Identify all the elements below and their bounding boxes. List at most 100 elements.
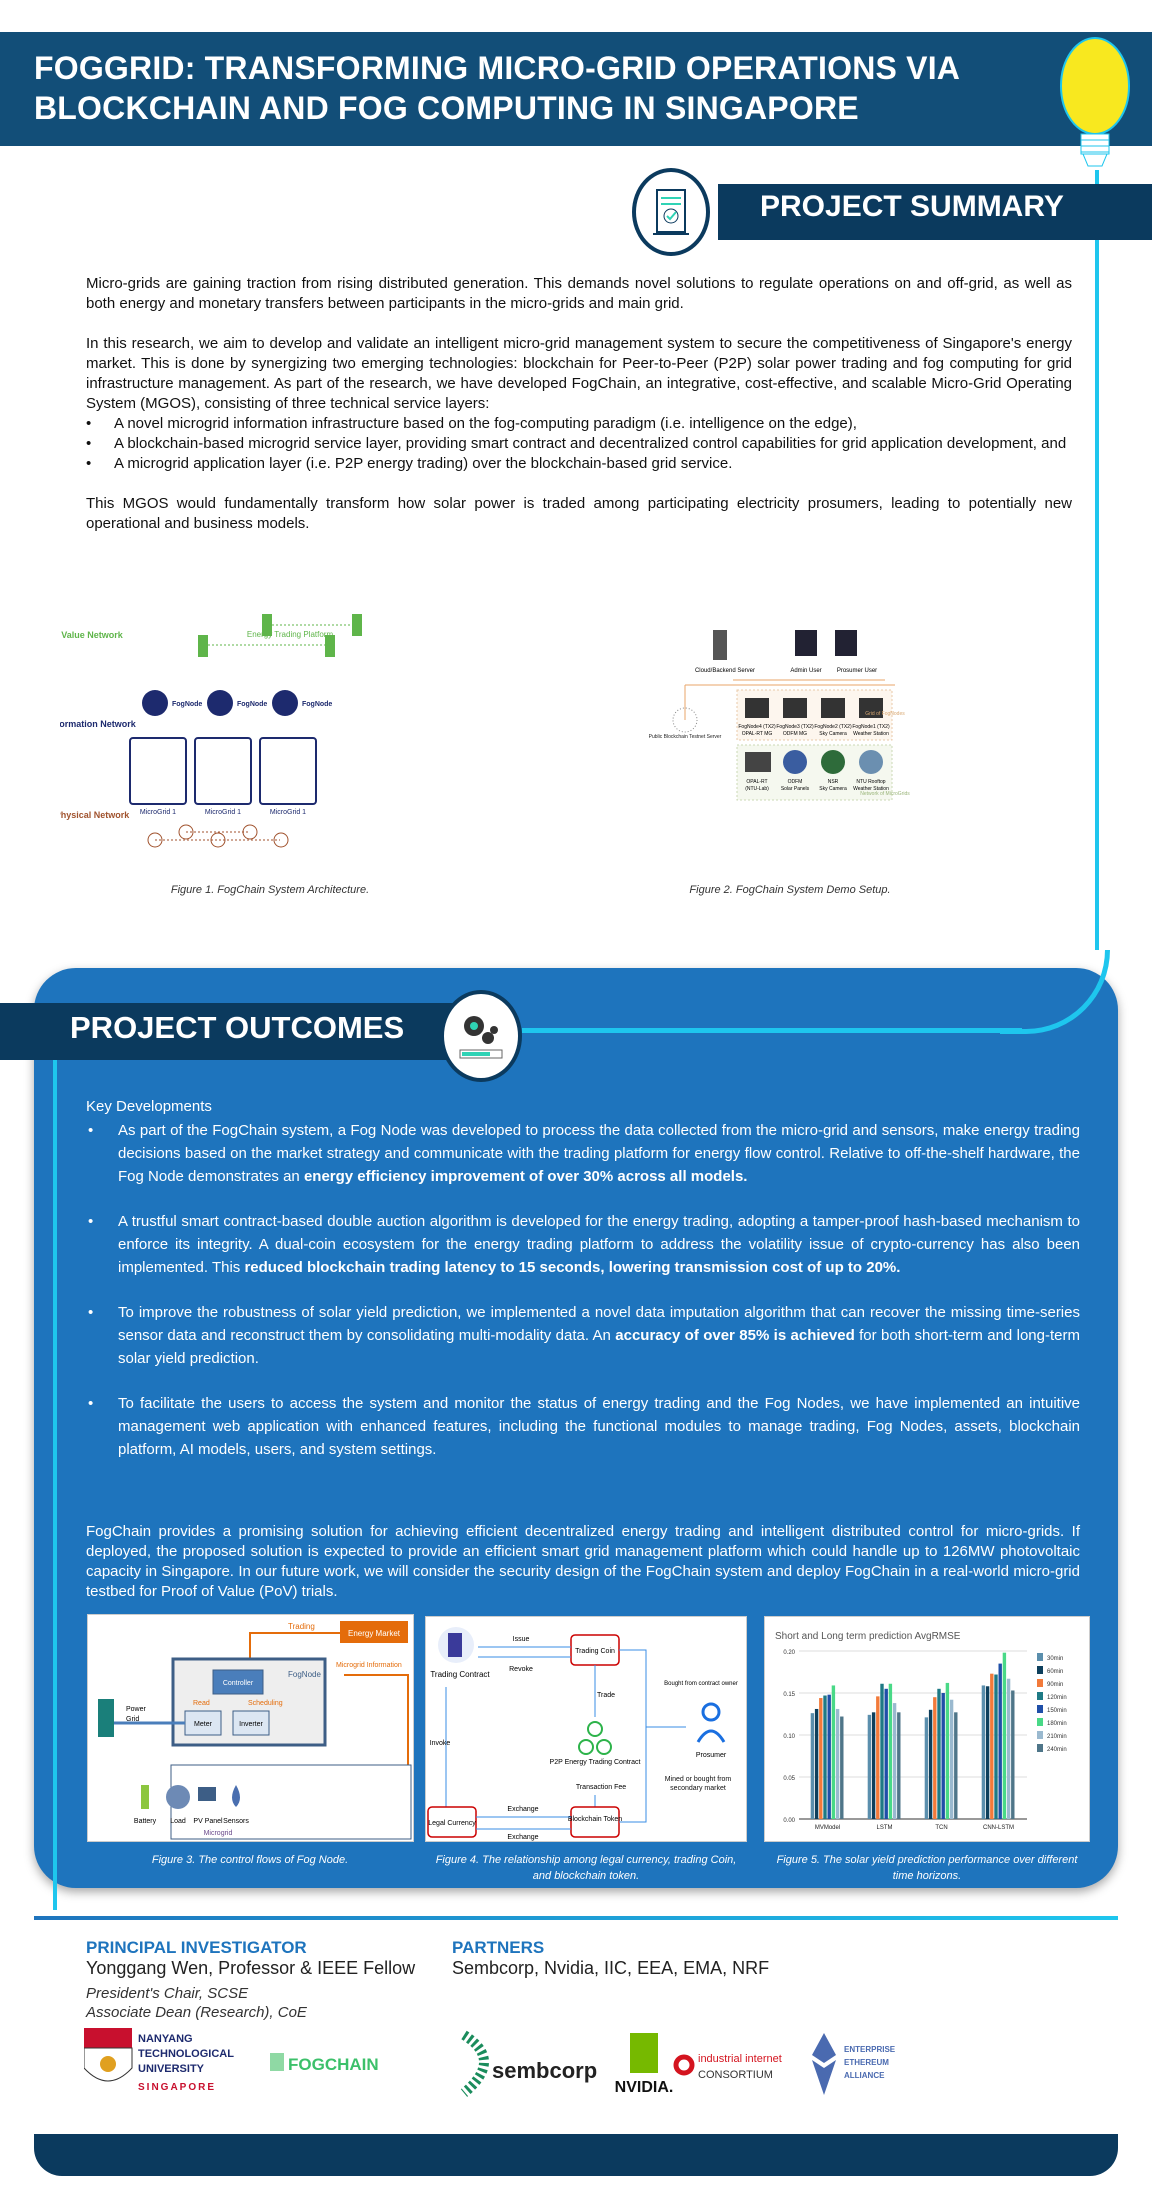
summary-p1: Micro-grids are gaining traction from ri… bbox=[86, 275, 1072, 312]
svg-text:P2P Energy Trading Contract: P2P Energy Trading Contract bbox=[550, 1759, 641, 1766]
svg-text:ENTERPRISE: ENTERPRISE bbox=[844, 2045, 896, 2054]
legend-swatch bbox=[1037, 1731, 1043, 1739]
list-item: As part of the FogChain system, a Fog No… bbox=[86, 1119, 1080, 1188]
bar-120min-MVModel bbox=[823, 1695, 827, 1819]
mined-label: Mined or bought from secondary market bbox=[664, 1776, 732, 1792]
svg-text:Legal Currency: Legal Currency bbox=[428, 1820, 476, 1827]
svg-text:Sky Camera: Sky Camera bbox=[819, 786, 847, 792]
bar-120min-CNN-LSTM bbox=[994, 1674, 998, 1819]
fogchain-logo: FOGCHAIN bbox=[288, 2055, 379, 2074]
svg-text:FogNode: FogNode bbox=[237, 701, 267, 708]
summary-text: Micro-grids are gaining traction from ri… bbox=[86, 274, 1072, 554]
svg-text:ETHEREUM: ETHEREUM bbox=[844, 2058, 889, 2067]
sembcorp-logo: sembcorp bbox=[492, 2058, 597, 2083]
key-developments-heading: Key Developments bbox=[86, 1098, 212, 1115]
bar-90min-CNN-LSTM bbox=[990, 1673, 994, 1819]
bar-210min-LSTM bbox=[892, 1703, 897, 1819]
bar-180min-TCN bbox=[945, 1682, 950, 1819]
bar-180min-CNN-LSTM bbox=[1002, 1652, 1007, 1819]
svg-text:Inverter: Inverter bbox=[239, 1721, 263, 1728]
svg-text:Energy Market: Energy Market bbox=[348, 1629, 401, 1638]
page-title: FOGGRID: TRANSFORMING MICRO-GRID OPERATI… bbox=[34, 50, 959, 126]
list-item: A microgrid application layer (i.e. P2P … bbox=[86, 454, 1072, 474]
nvidia-logo bbox=[630, 2033, 658, 2073]
legend-swatch bbox=[1037, 1679, 1043, 1687]
figure-2-caption: Figure 2. FogChain System Demo Setup. bbox=[689, 884, 891, 896]
list-item: A blockchain-based microgrid service lay… bbox=[86, 434, 1072, 454]
figure-2-demo-setup: Cloud/Backend Server Admin User Prosumer… bbox=[649, 630, 910, 801]
partner-logos: sembcorp NVIDIA. industrial internetCONS… bbox=[460, 2030, 896, 2097]
timeline-line bbox=[53, 1060, 57, 1910]
list-item: To improve the robustness of solar yield… bbox=[86, 1301, 1080, 1370]
svg-text:Revoke: Revoke bbox=[509, 1666, 533, 1673]
bar-210min-CNN-LSTM bbox=[1006, 1678, 1011, 1819]
svg-text:FogNode4 (TX2): FogNode4 (TX2) bbox=[738, 724, 776, 730]
x-tick-label: CNN-LSTM bbox=[983, 1825, 1014, 1831]
legend-swatch bbox=[1037, 1718, 1043, 1726]
svg-text:NANYANG: NANYANG bbox=[138, 2033, 193, 2045]
figure-5-caption: Figure 5. The solar yield prediction per… bbox=[776, 1854, 1078, 1882]
svg-text:TECHNOLOGICAL: TECHNOLOGICAL bbox=[138, 2048, 234, 2060]
svg-text:ODFM MG: ODFM MG bbox=[783, 731, 807, 737]
footer-bar bbox=[34, 2134, 1118, 2176]
svg-text:Microgrid Information: Microgrid Information bbox=[336, 1662, 402, 1669]
legend-label: 150min bbox=[1047, 1708, 1067, 1714]
figure-3-control-flows: Energy Market Trading FogNode Microgrid … bbox=[87, 1614, 414, 1842]
svg-text:Scheduling: Scheduling bbox=[248, 1700, 283, 1707]
bar-210min-MVModel bbox=[835, 1708, 840, 1819]
svg-text:Trading: Trading bbox=[288, 1622, 315, 1631]
svg-text:OPAL-RT: OPAL-RT bbox=[746, 779, 767, 785]
legend-swatch bbox=[1037, 1744, 1043, 1752]
x-tick-label: TCN bbox=[935, 1825, 947, 1831]
timeline-line bbox=[1095, 170, 1099, 950]
svg-text:Trade: Trade bbox=[597, 1692, 615, 1699]
bar-60min-CNN-LSTM bbox=[985, 1686, 990, 1819]
svg-text:Invoke: Invoke bbox=[430, 1740, 451, 1747]
outcomes-text: Key Developments As part of the FogChain… bbox=[86, 1098, 1080, 1483]
chart-title: Short and Long term prediction AvgRMSE bbox=[775, 1631, 961, 1642]
bar-60min-TCN bbox=[928, 1709, 933, 1819]
partners-list: Sembcorp, Nvidia, IIC, EEA, EMA, NRF bbox=[452, 1958, 770, 1978]
svg-text:FogNode: FogNode bbox=[288, 1670, 321, 1679]
svg-text:Bought from contract owner: Bought from contract owner bbox=[664, 1681, 738, 1687]
timeline-line bbox=[522, 1028, 1022, 1033]
svg-text:FogNode: FogNode bbox=[172, 701, 202, 708]
svg-text:Grid of FogNodes: Grid of FogNodes bbox=[865, 711, 905, 717]
physical-network-label: Physical Network bbox=[60, 810, 130, 820]
bar-30min-MVModel bbox=[810, 1713, 815, 1819]
bar-30min-LSTM bbox=[867, 1714, 872, 1819]
figure-3-caption: Figure 3. The control flows of Fog Node. bbox=[151, 1854, 349, 1866]
bar-150min-LSTM bbox=[884, 1688, 888, 1819]
bar-90min-MVModel bbox=[819, 1698, 823, 1819]
svg-text:MicroGrid 1: MicroGrid 1 bbox=[140, 809, 176, 816]
svg-text:Cloud/Backend Server: Cloud/Backend Server bbox=[695, 668, 755, 674]
figure-4-currency-relationship: Trading Contract Trading Coin IssueRevok… bbox=[425, 1616, 747, 1842]
svg-text:OPAL-RT MG: OPAL-RT MG bbox=[742, 731, 773, 737]
trading-contract-label: Trading Contract bbox=[430, 1670, 490, 1679]
partners-heading: PARTNERS bbox=[452, 1938, 545, 1957]
value-network-label: Value Network bbox=[61, 630, 124, 640]
svg-text:Issue: Issue bbox=[513, 1636, 530, 1643]
svg-text:Power: Power bbox=[126, 1706, 147, 1713]
bar-150min-MVModel bbox=[827, 1694, 831, 1819]
svg-text:(NTU-Lab): (NTU-Lab) bbox=[745, 786, 769, 792]
svg-text:Admin User: Admin User bbox=[790, 668, 821, 674]
list-item: A trustful smart contract-based double a… bbox=[86, 1210, 1080, 1279]
pi-role-1: President's Chair, SCSE bbox=[86, 1985, 249, 2002]
svg-text:SINGAPORE: SINGAPORE bbox=[138, 2082, 216, 2093]
pi-role-2: Associate Dean (Research), CoE bbox=[86, 2004, 307, 2021]
summary-p2: In this research, we aim to develop and … bbox=[86, 335, 1072, 412]
summary-p3: This MGOS would fundamentally transform … bbox=[86, 495, 1072, 532]
svg-text:PV Panel: PV Panel bbox=[193, 1818, 223, 1825]
svg-text:Blockchain Token: Blockchain Token bbox=[568, 1816, 622, 1823]
legend-label: 30min bbox=[1047, 1656, 1063, 1662]
pi-heading: PRINCIPAL INVESTIGATOR bbox=[86, 1938, 307, 1957]
svg-text:Exchange: Exchange bbox=[507, 1806, 538, 1813]
summary-banner bbox=[718, 184, 1152, 240]
platform-label: Energy Trading Platform bbox=[247, 630, 334, 639]
svg-text:Sky Camera: Sky Camera bbox=[819, 731, 847, 737]
eea-logo bbox=[812, 2033, 836, 2095]
bar-60min-MVModel bbox=[814, 1708, 819, 1819]
svg-text:Weather Station: Weather Station bbox=[853, 731, 889, 737]
